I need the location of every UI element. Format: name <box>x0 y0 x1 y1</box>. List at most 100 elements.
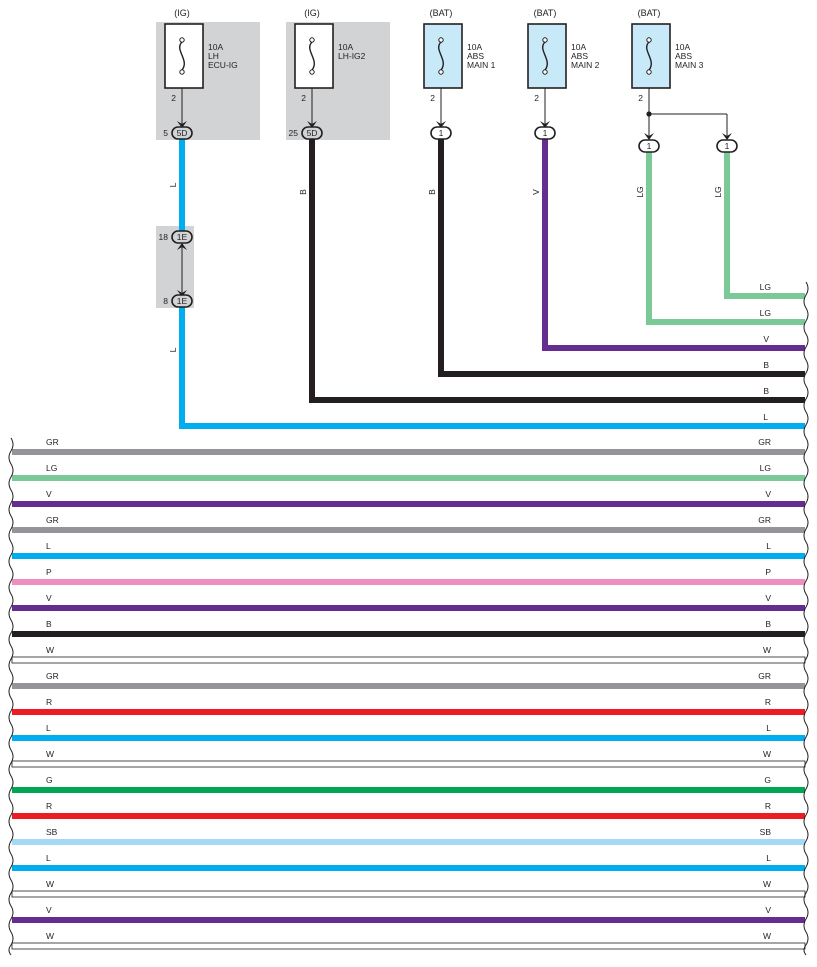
bus-wire-label-right-6: V <box>765 593 771 603</box>
fuse-source-2: (IG) <box>304 8 320 18</box>
bus-wire-label-right-4: L <box>766 541 771 551</box>
wire-abs-main2 <box>542 139 805 351</box>
break-marks-left <box>8 437 14 956</box>
upper-wire-label-1: LG <box>760 282 771 292</box>
connector-5d-b: 5D <box>301 126 323 140</box>
fuse-pin-2: 2 <box>301 93 306 103</box>
svg-text:1E: 1E <box>177 296 188 306</box>
vlabel-abs-main2: V <box>531 189 541 195</box>
wire-abs-main3-a <box>724 151 805 299</box>
fuse-lh-ig2 <box>294 23 334 89</box>
upper-wire-label-3: V <box>763 334 769 344</box>
fuse-leads <box>181 88 728 139</box>
bus-wire-label-right-0: GR <box>758 437 771 447</box>
connector-5d-a: 5D <box>171 126 193 140</box>
bus-wire-label-left-11: L <box>46 723 51 733</box>
bus-wire-label-left-9: GR <box>46 671 59 681</box>
fuse-abs-main-1 <box>423 23 463 89</box>
svg-text:5D: 5D <box>177 128 188 138</box>
bus-wire-label-left-4: L <box>46 541 51 551</box>
break-line-right <box>803 281 809 956</box>
bus-wire-label-right-10: R <box>765 697 771 707</box>
svg-text:5D: 5D <box>307 128 318 138</box>
fuse-source-4: (BAT) <box>534 8 557 18</box>
bus-wire-label-right-9: GR <box>758 671 771 681</box>
bus-wire-label-right-15: SB <box>760 827 772 837</box>
bus-wire-label-left-3: GR <box>46 515 59 525</box>
bus-wire-label-right-3: GR <box>758 515 771 525</box>
connector-abs3-a: 1 <box>638 139 660 153</box>
wire-lh-ecu-ig-lower <box>179 307 805 429</box>
bus-wire-label-left-5: P <box>46 567 52 577</box>
vlabel-abs-main1: B <box>427 189 437 195</box>
connector-5d-b-pin: 25 <box>289 128 299 138</box>
bus-wire-12 <box>11 760 806 768</box>
bus-wire-label-right-11: L <box>766 723 771 733</box>
upper-wire-label-6: L <box>763 412 768 422</box>
svg-text:1: 1 <box>725 141 730 151</box>
fuse-pin-3: 2 <box>430 93 435 103</box>
bus-wire-label-left-16: L <box>46 853 51 863</box>
vlabel-lh-ecu-ig-lower: L <box>168 347 178 352</box>
fuse-source-3: (BAT) <box>430 8 453 18</box>
break-line-left <box>8 437 14 956</box>
bus-wire-label-right-1: LG <box>760 463 771 473</box>
connector-abs3-b: 1 <box>716 139 738 153</box>
bus-wire-label-left-7: B <box>46 619 52 629</box>
bus-wire-19 <box>11 942 806 950</box>
wire-lh-ig2 <box>309 139 805 403</box>
fuse-source-5: (BAT) <box>638 8 661 18</box>
bus-wire-label-left-1: LG <box>46 463 57 473</box>
fuse-pin-1: 2 <box>171 93 176 103</box>
fuse-source-1: (IG) <box>174 8 190 18</box>
bus-wire-label-left-12: W <box>46 749 54 759</box>
connector-abs1: 1 <box>430 126 452 140</box>
bus-wire-label-right-5: P <box>765 567 771 577</box>
splice-point <box>646 111 652 117</box>
bus-wire-label-left-15: SB <box>46 827 58 837</box>
fuse-abs-main-3 <box>631 23 671 89</box>
fuse-pin-4: 2 <box>534 93 539 103</box>
wire-abs-main1 <box>438 139 805 377</box>
svg-text:1E: 1E <box>177 232 188 242</box>
bus-wire-label-left-14: R <box>46 801 52 811</box>
svg-text:1: 1 <box>439 128 444 138</box>
bus-wire-label-right-2: V <box>765 489 771 499</box>
bus-wire-label-right-17: W <box>763 879 771 889</box>
bus-wire-label-left-2: V <box>46 489 52 499</box>
svg-text:1: 1 <box>647 141 652 151</box>
connector-5d-a-pin: 5 <box>163 128 168 138</box>
bus-wire-label-left-19: W <box>46 931 54 941</box>
upper-wire-paths <box>179 139 805 429</box>
bus-wire-8 <box>11 656 806 664</box>
vlabel-abs-main3-a: LG <box>635 186 645 197</box>
connector-1e-top-pin: 18 <box>159 232 169 242</box>
bus-wire-label-left-10: R <box>46 697 52 707</box>
bus-wire-label-left-13: G <box>46 775 53 785</box>
bus-wire-label-right-12: W <box>763 749 771 759</box>
bus-wire-label-left-8: W <box>46 645 54 655</box>
bus-wire-label-right-18: V <box>765 905 771 915</box>
bus-wire-label-left-18: V <box>46 905 52 915</box>
bus-wire-17 <box>11 890 806 898</box>
bus-wire-label-right-16: L <box>766 853 771 863</box>
fuse-pin-5: 2 <box>638 93 643 103</box>
upper-wire-label-5: B <box>763 386 769 396</box>
bus-wire-label-right-14: R <box>765 801 771 811</box>
bus-wire-label-left-6: V <box>46 593 52 603</box>
wire-abs-main3-b <box>646 151 805 325</box>
vlabel-abs-main3-b: LG <box>713 186 723 197</box>
upper-wire-label-2: LG <box>760 308 771 318</box>
connector-1e-bottom: 1E <box>171 294 193 308</box>
vlabel-lh-ig2: B <box>298 189 308 195</box>
connector-1e-top: 1E <box>171 230 193 244</box>
upper-wire-label-4: B <box>763 360 769 370</box>
bus-wire-label-left-0: GR <box>46 437 59 447</box>
fuse-abs-main-2 <box>527 23 567 89</box>
